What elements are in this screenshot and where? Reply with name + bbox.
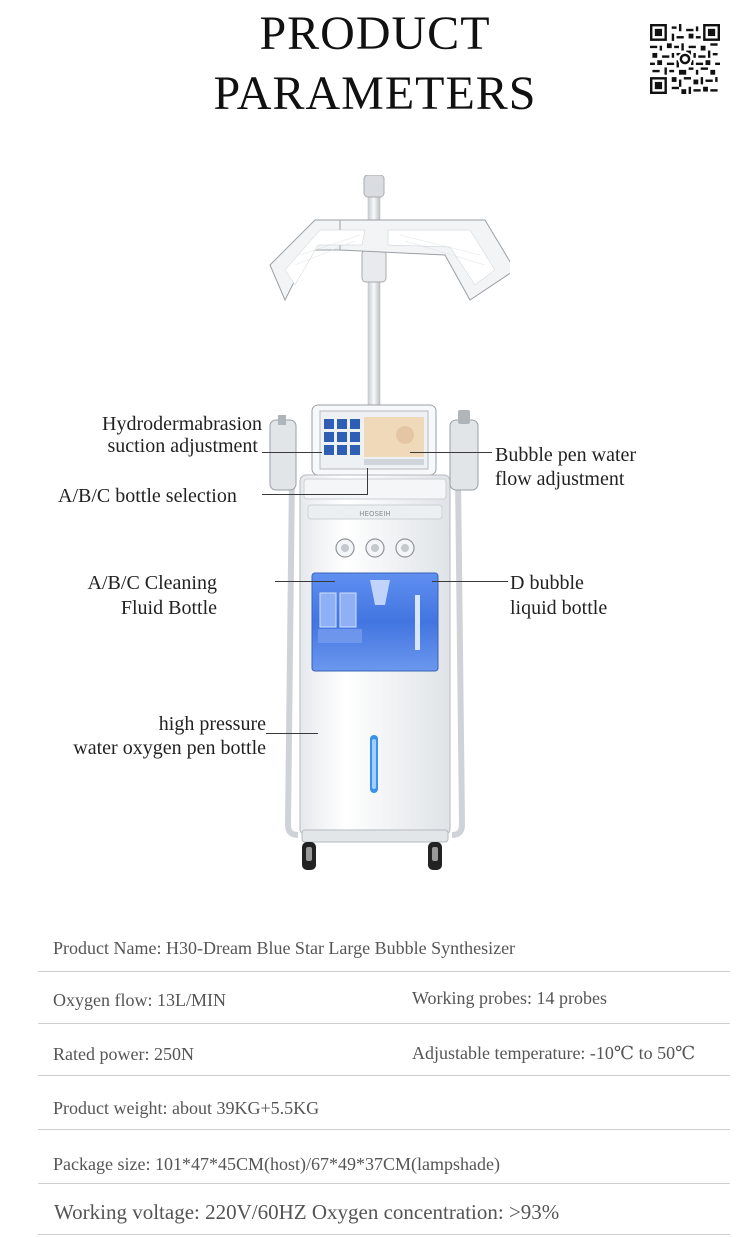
- table-row: Oxygen flow: 13L/MIN Working probes: 14 …: [38, 972, 730, 1024]
- param-adjustable-temperature: Adjustable temperature: -10℃ to 50℃: [412, 1043, 696, 1063]
- qr-code-icon: [650, 24, 720, 94]
- callout-hp-line: [266, 733, 318, 734]
- param-package-size: Package size: 101*47*45CM(host)/67*49*37…: [53, 1154, 500, 1174]
- callout-hydro-line2: suction adjustment: [107, 435, 258, 457]
- page-title-line2: PARAMETERS: [213, 67, 537, 120]
- param-oxygen-flow: Oxygen flow: 13L/MIN: [53, 990, 226, 1010]
- callout-hydro-line: [262, 452, 322, 453]
- machine-illustration: HEOSEIH: [269, 175, 510, 870]
- table-row: Package size: 101*47*45CM(host)/67*49*37…: [38, 1130, 730, 1184]
- param-working-probes: Working probes: 14 probes: [412, 988, 608, 1008]
- callout-abc-selection-vline: [367, 468, 368, 495]
- param-product-weight: Product weight: about 39KG+5.5KG: [53, 1098, 320, 1118]
- param-product-name: Product Name: H30-Dream Blue Star Large …: [53, 938, 516, 958]
- callout-bubble-pen-line: [410, 452, 492, 453]
- callout-abc-cleaning-line1: A/B/C Cleaning: [87, 572, 217, 594]
- callout-d-bubble-line2: liquid bottle: [510, 597, 608, 619]
- callout-abc-selection: A/B/C bottle selection: [58, 485, 237, 507]
- page-title-line1: PRODUCT: [259, 7, 491, 60]
- table-row: Rated power: 250N Adjustable temperature…: [38, 1024, 730, 1076]
- callout-hp-line2: water oxygen pen bottle: [73, 737, 266, 759]
- callout-abc-cleaning-line: [275, 581, 335, 582]
- param-working-voltage: Working voltage: 220V/60HZ Oxygen concen…: [54, 1200, 560, 1224]
- callout-abc-selection-line: [262, 494, 367, 495]
- table-row: Product Name: H30-Dream Blue Star Large …: [38, 925, 730, 972]
- param-rated-power: Rated power: 250N: [53, 1044, 194, 1064]
- callout-bubble-pen-line1: Bubble pen water: [495, 444, 637, 466]
- table-row: Working voltage: 220V/60HZ Oxygen concen…: [38, 1184, 730, 1235]
- table-row: Product weight: about 39KG+5.5KG: [38, 1076, 730, 1130]
- callout-d-bubble-line: [432, 581, 508, 582]
- callout-hp-line1: high pressure: [158, 713, 266, 735]
- callout-bubble-pen-line2: flow adjustment: [495, 468, 625, 490]
- callout-d-bubble-line1: D bubble: [510, 572, 584, 594]
- callout-hydro-line1: Hydrodermabrasion: [102, 413, 262, 435]
- callout-abc-cleaning-line2: Fluid Bottle: [120, 597, 217, 619]
- brand-label: HEOSEIH: [359, 510, 390, 518]
